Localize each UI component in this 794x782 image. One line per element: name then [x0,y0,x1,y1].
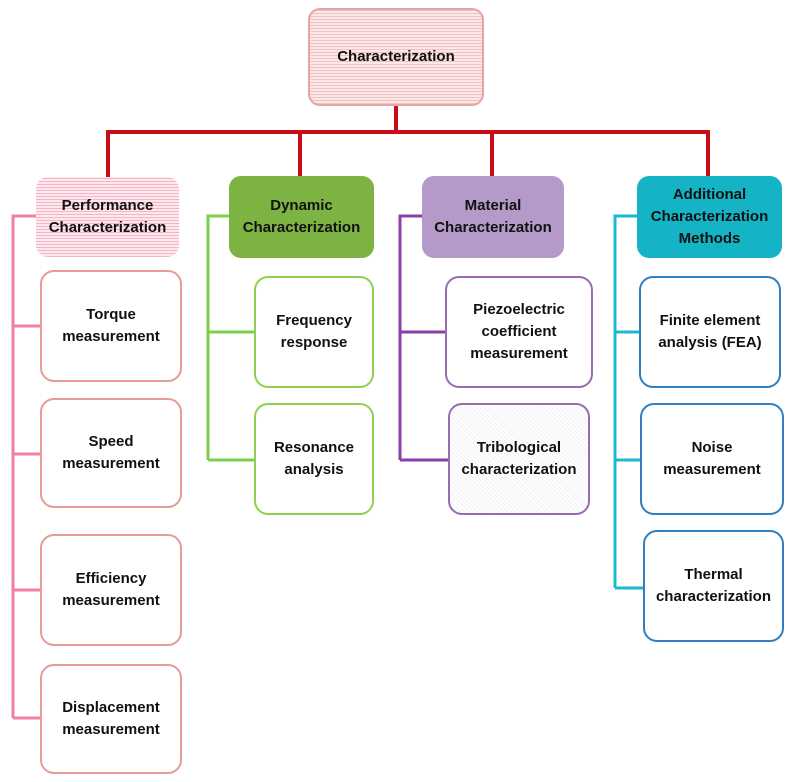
leaf-label: Tribological characterization [461,439,577,478]
category-material-label: Material Characterization [434,197,552,236]
leaf-label: Efficiency measurement [62,570,160,609]
category-dynamic: Dynamic Characterization [229,176,374,258]
leaf-label: Piezoelectric coefficient measurement [470,301,568,362]
leaf-label: Speed measurement [62,433,160,472]
leaf-label: Resonance analysis [273,439,355,478]
root-node: Characterization [308,8,484,106]
category-performance: Performance Characterization [36,177,179,257]
leaf-finite-element-analysis: Finite element analysis (FEA) [639,276,781,388]
leaf-speed-measurement: Speed measurement [40,398,182,508]
root-node-label: Characterization [337,48,455,65]
leaf-label: Finite element analysis (FEA) [658,312,762,351]
category-performance-label: Performance Characterization [48,197,167,236]
leaf-label: Thermal characterization [655,566,772,605]
dynamic-spine-line [206,214,230,460]
leaf-label: Displacement measurement [62,699,160,738]
leaf-label: Torque measurement [62,306,160,345]
leaf-noise-measurement: Noise measurement [640,403,784,515]
category-material: Material Characterization [422,176,564,258]
leaf-label: Noise measurement [663,439,761,478]
leaf-tribological-characterization: Tribological characterization [448,403,590,515]
leaf-label: Frequency response [276,312,352,351]
material-spine-line [398,214,422,460]
leaf-resonance-analysis: Resonance analysis [254,403,374,515]
leaf-displacement-measurement: Displacement measurement [40,664,182,774]
leaf-piezoelectric-coefficient-measurement: Piezoelectric coefficient measurement [445,276,593,388]
category-additional: Additional Characterization Methods [637,176,782,258]
leaf-efficiency-measurement: Efficiency measurement [40,534,182,646]
leaf-torque-measurement: Torque measurement [40,270,182,382]
leaf-thermal-characterization: Thermal characterization [643,530,784,642]
additional-spine-line [613,214,637,588]
performance-spine-line [11,214,36,718]
category-additional-label: Additional Characterization Methods [650,186,769,247]
leaf-frequency-response: Frequency response [254,276,374,388]
category-dynamic-label: Dynamic Characterization [242,197,361,236]
